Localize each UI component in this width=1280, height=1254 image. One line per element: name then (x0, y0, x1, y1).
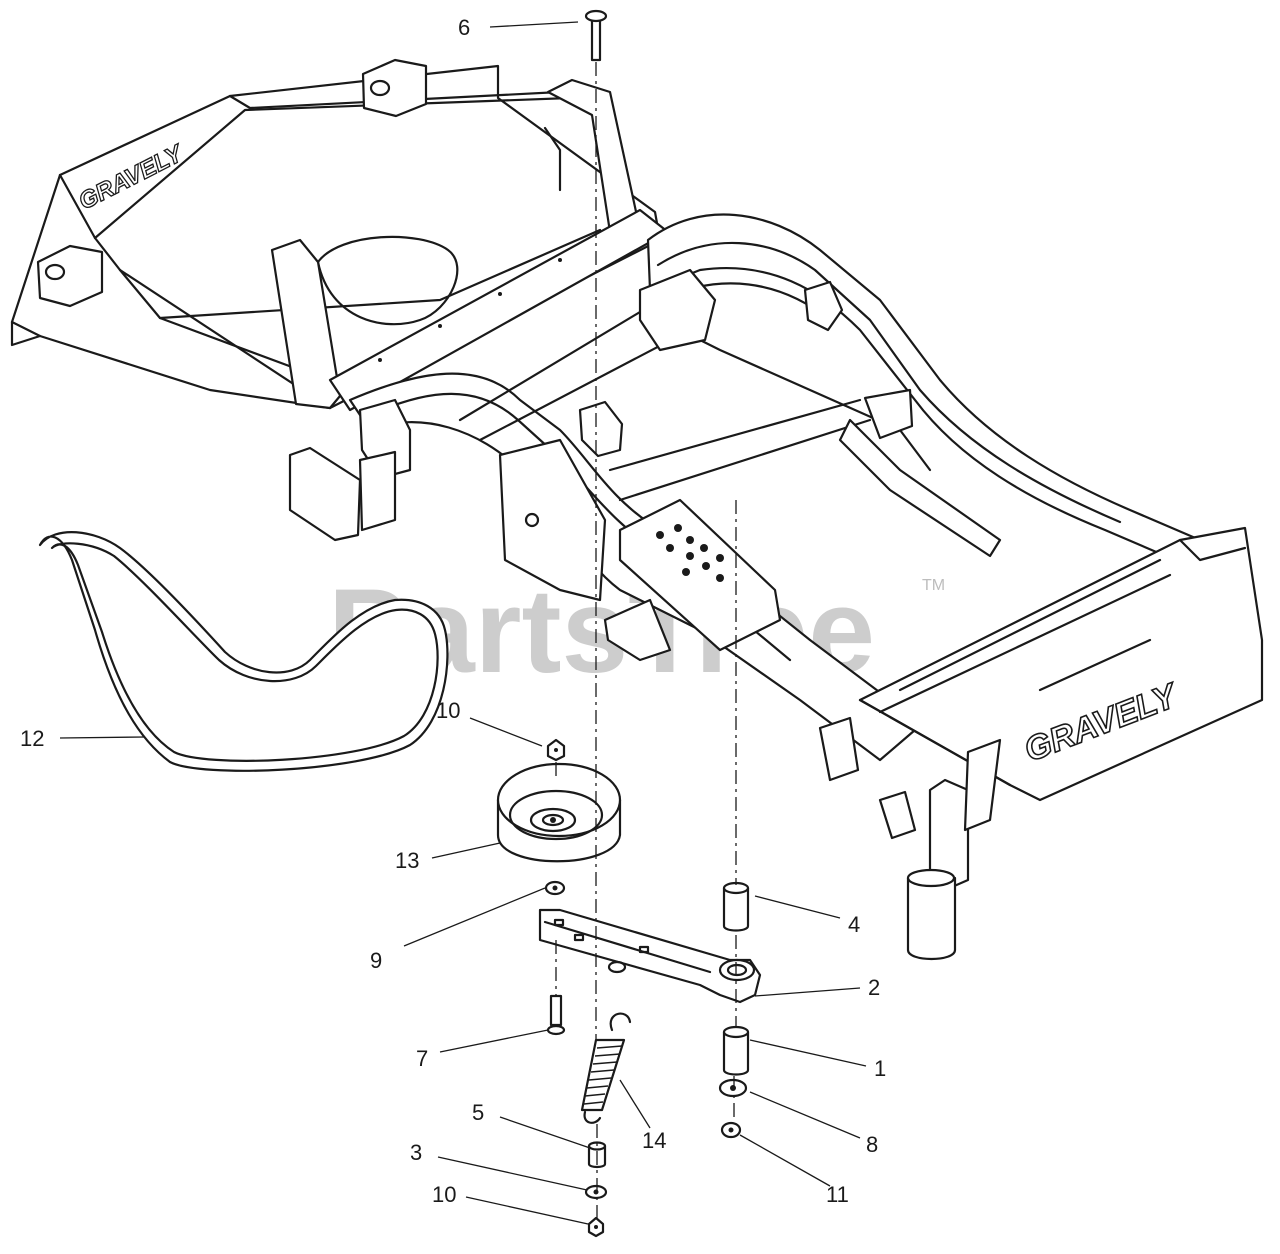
flat-washer (718, 1078, 748, 1098)
callout-11: 11 (826, 1182, 849, 1207)
callout-14: 14 (642, 1128, 666, 1153)
callout-10-bottom: 10 (432, 1182, 456, 1207)
nut-bottom (587, 1216, 605, 1238)
nut-top (546, 738, 566, 762)
callout-12: 12 (20, 726, 44, 751)
mower-frame: GRAVELY GRAVELY (10, 58, 1264, 960)
watermark-tm: TM (922, 577, 945, 594)
callout-9: 9 (370, 948, 382, 973)
washer-lower (584, 1184, 608, 1200)
callout-2: 2 (868, 975, 880, 1000)
callout-7: 7 (416, 1046, 428, 1071)
callout-6: 6 (458, 15, 470, 40)
idler-pulley (496, 762, 622, 863)
callout-5: 5 (472, 1100, 484, 1125)
callout-10-top: 10 (436, 698, 460, 723)
bushing-upper (722, 881, 750, 932)
pivot-pin (584, 9, 608, 62)
callout-1: 1 (874, 1056, 886, 1081)
lock-nut (720, 1121, 742, 1139)
callout-labels: 6 12 10 13 4 9 2 7 1 5 14 8 3 11 10 (20, 15, 886, 1207)
idler-arm (538, 908, 762, 1004)
extension-spring (580, 1012, 632, 1124)
drive-belt (38, 531, 449, 772)
callout-13: 13 (395, 848, 419, 873)
assembly-axes (555, 62, 737, 1218)
spacer-washer (544, 880, 566, 896)
bushing-lower (722, 1025, 750, 1076)
callout-3: 3 (410, 1140, 422, 1165)
leader-lines (59, 21, 867, 1225)
callout-8: 8 (866, 1132, 878, 1157)
callout-4: 4 (848, 912, 860, 937)
carriage-bolt (546, 994, 566, 1036)
